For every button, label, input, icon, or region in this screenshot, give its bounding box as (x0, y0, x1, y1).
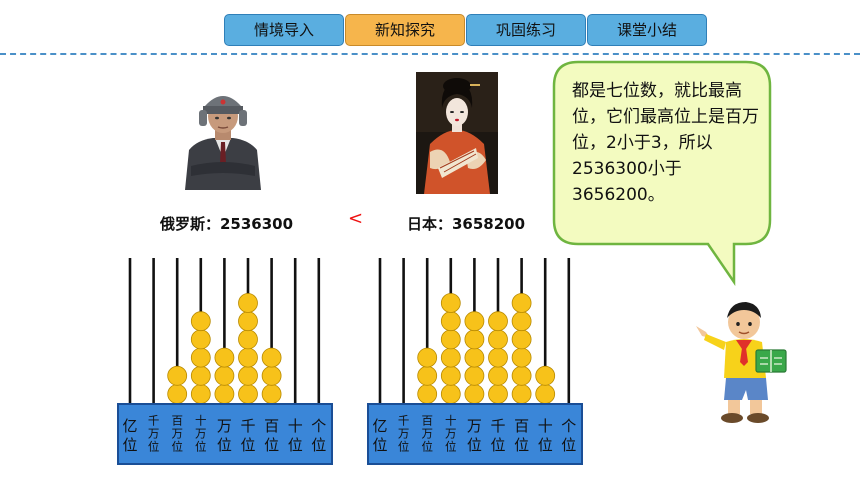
abacus-bead (190, 365, 211, 386)
abacus-place-label: 亿位 (122, 417, 137, 454)
abacus-bead (238, 384, 258, 404)
abacus-bead (190, 384, 211, 404)
abacus-bead (440, 311, 461, 332)
abacus-place-label: 十位 (288, 417, 303, 454)
abacus-bead (417, 365, 438, 386)
abacus-bead (214, 347, 235, 368)
abacus-place-label: 亿位 (372, 417, 387, 454)
abacus-bead (488, 311, 508, 332)
abacus-bead (238, 365, 258, 386)
abacus-place-label: 十位 (538, 417, 553, 454)
abacus-place-label: 万位 (217, 417, 232, 454)
abacus-bead (511, 311, 532, 332)
abacus-bead (214, 384, 235, 404)
less-than-symbol: < (348, 208, 364, 229)
abacus-bead (440, 384, 461, 404)
abacus-bead (238, 311, 258, 332)
abacus-bead (190, 329, 211, 350)
abacus-bead (238, 329, 258, 350)
abacus-bead (488, 365, 508, 386)
abacus-place-label: 千万位 (398, 414, 410, 454)
abacus-place-label: 千位 (490, 417, 505, 454)
tab-summary[interactable]: 课堂小结 (587, 14, 707, 46)
abacus-bead (190, 311, 211, 332)
abacus-bead (238, 293, 258, 313)
abacus-bead (190, 347, 211, 368)
abacus-bead (535, 365, 556, 386)
tab-introduction[interactable]: 情境导入 (224, 14, 344, 46)
abacus-bead (417, 384, 438, 404)
abacus-place-label: 千位 (240, 417, 255, 454)
abacus-place-label: 百位 (514, 417, 529, 454)
abacus-place-label: 万位 (467, 417, 482, 454)
japanese-woman-image (416, 72, 498, 194)
abacus-bead (488, 384, 508, 404)
abacus-bead (464, 347, 485, 368)
abacus-bead (511, 384, 532, 404)
abacus-bead (511, 365, 532, 386)
abacus-bead (464, 311, 485, 332)
abacus-bead (167, 384, 188, 404)
abacus-place-label: 千万位 (148, 414, 160, 454)
abacus-bead (511, 293, 532, 313)
tab-new-knowledge[interactable]: 新知探究 (345, 14, 465, 46)
abacus-place-label: 百万位 (421, 414, 433, 454)
abacus-base (367, 403, 583, 465)
abacus-bead (511, 347, 532, 368)
abacus-place-label: 个位 (311, 417, 326, 454)
abacus-bead (440, 365, 461, 386)
abacus-bead (488, 329, 508, 350)
abacus-bead (417, 347, 438, 368)
abacus-bead (238, 347, 258, 368)
abacus-place-label: 百位 (264, 417, 279, 454)
abacus-bead (440, 329, 461, 350)
boy-illustration (696, 302, 787, 423)
russia-value-label: 俄罗斯：2536300 (160, 215, 294, 233)
abacus-bead (535, 384, 556, 404)
abacus-bead (167, 365, 188, 386)
abacus-base (117, 403, 333, 465)
abacus-place-label: 个位 (561, 417, 576, 454)
abacus-place-label: 十万位 (445, 414, 457, 454)
tab-bar: 情境导入 新知探究 巩固练习 课堂小结 (224, 14, 707, 46)
japan-value-label: 日本：3658200 (407, 215, 526, 233)
abacus-bead (464, 365, 485, 386)
abacus-bead (261, 365, 282, 386)
abacus-place-label: 百万位 (171, 414, 183, 454)
abacus-bead (440, 293, 461, 313)
abacus-bead (440, 347, 461, 368)
abacus-bead (214, 365, 235, 386)
tab-practice[interactable]: 巩固练习 (466, 14, 586, 46)
dashed-divider (0, 53, 860, 55)
abacus-bead (464, 384, 485, 404)
speech-bubble-text: 都是七位数，就比最高位，它们最高位上是百万位，2小于3，所以2536300小于3… (572, 81, 759, 205)
abacus-bead (464, 329, 485, 350)
abacus-bead (261, 347, 282, 368)
abacus-bead (488, 347, 508, 368)
russian-man-image (183, 84, 263, 190)
abacus-place-label: 十万位 (195, 414, 207, 454)
abacus-bead (261, 384, 282, 404)
speech-bubble (552, 60, 772, 286)
abacus-bead (511, 329, 532, 350)
